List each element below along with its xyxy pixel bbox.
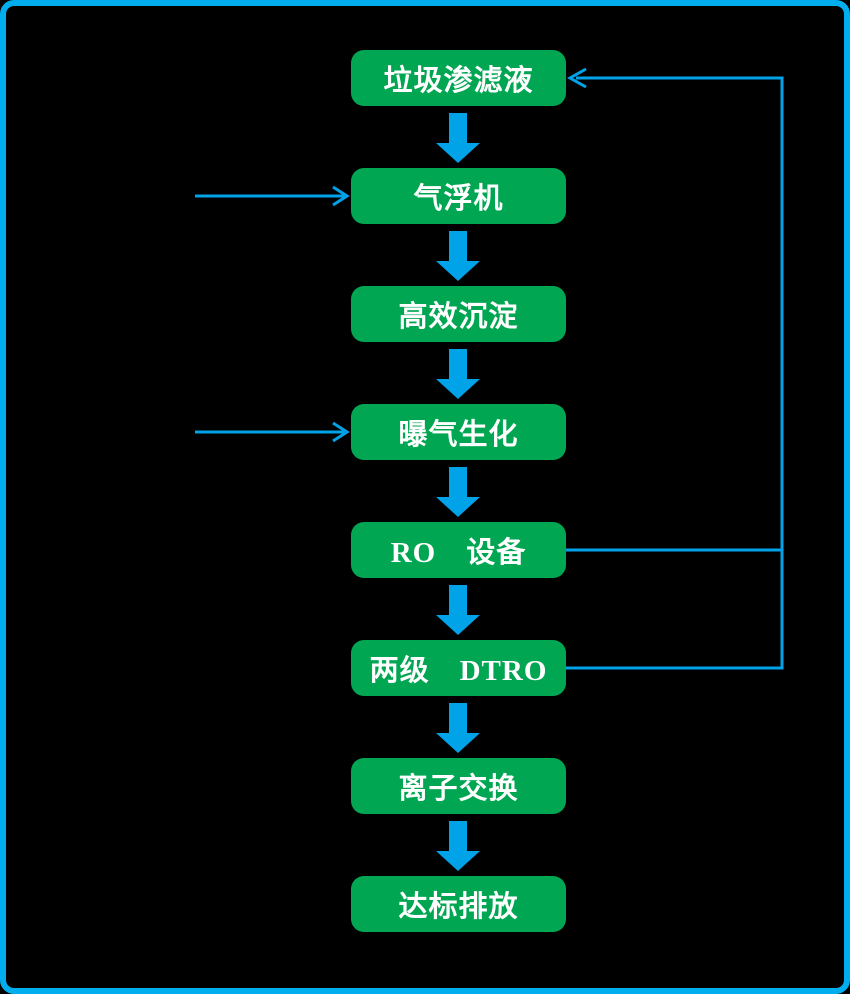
recycle-line-dtro (566, 76, 784, 670)
node-aeration-biochemical: 曝气生化 (351, 404, 566, 460)
node-ro-equipment: RO 设备 (351, 522, 566, 578)
node-two-stage-dtro: 两级 DTRO (351, 640, 566, 696)
node-label: 垃圾渗滤液 (383, 65, 534, 97)
arrowhead-right-icon (332, 421, 350, 443)
node-ion-exchange: 离子交换 (351, 758, 566, 814)
down-arrow-icon (436, 113, 480, 163)
down-arrow-icon (436, 349, 480, 399)
node-high-efficiency-sedimentation: 高效沉淀 (351, 286, 566, 342)
arrowhead-right-icon (332, 185, 350, 207)
node-label: 离子交换 (398, 773, 519, 805)
down-arrow-icon (436, 821, 480, 871)
down-arrow-icon (436, 703, 480, 753)
node-landfill-leachate: 垃圾渗滤液 (351, 50, 566, 106)
node-label: 气浮机 (413, 183, 504, 215)
node-air-flotation-machine: 气浮机 (351, 168, 566, 224)
node-label: 曝气生化 (398, 419, 519, 451)
down-arrow-icon (436, 467, 480, 517)
down-arrow-icon (436, 231, 480, 281)
down-arrow-icon (436, 585, 480, 635)
node-label: RO 设备 (390, 537, 527, 569)
node-label: 高效沉淀 (398, 301, 519, 333)
node-label: 达标排放 (398, 891, 519, 923)
arrowhead-left-icon (566, 67, 587, 89)
node-compliant-discharge: 达标排放 (351, 876, 566, 932)
node-label: 两级 DTRO (369, 655, 548, 687)
